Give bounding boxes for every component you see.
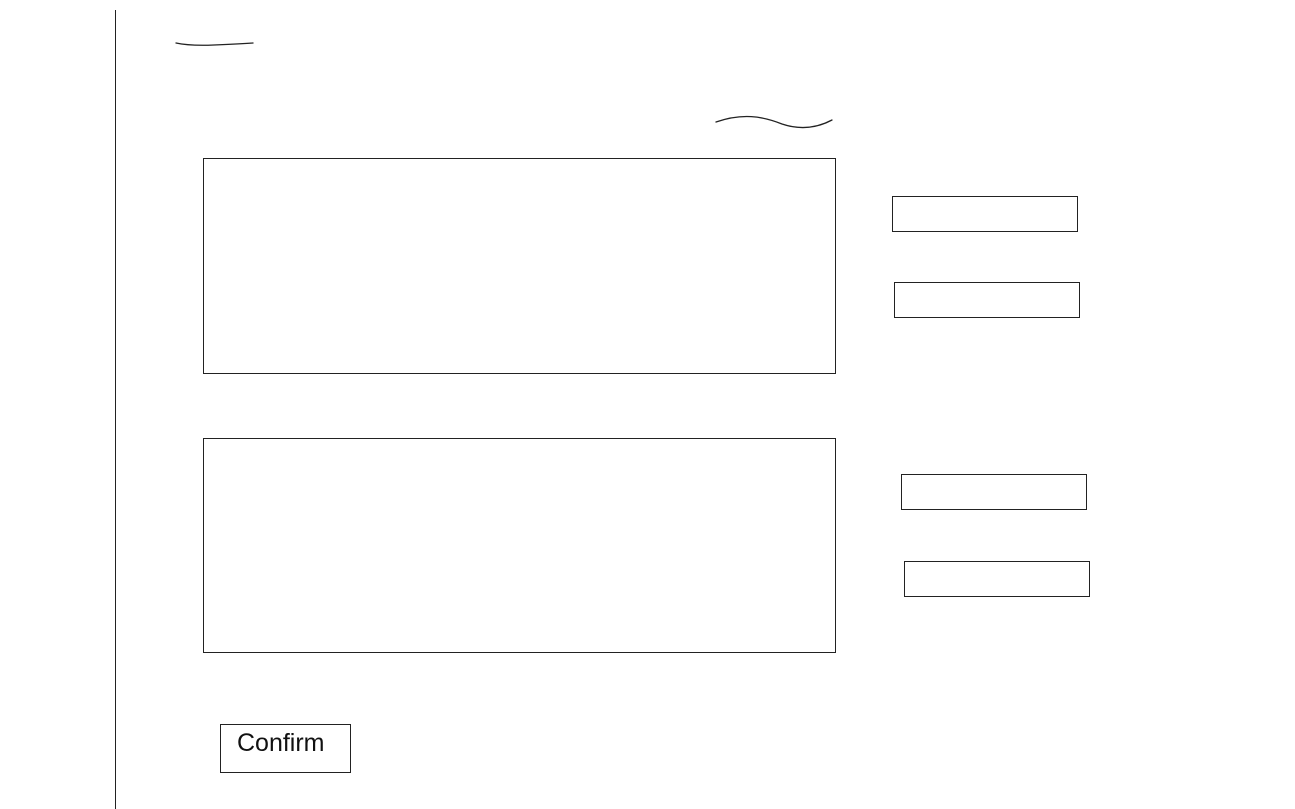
header-placeholder-squiggle: [715, 115, 833, 129]
content-panel-2: [203, 438, 836, 653]
input-field-1[interactable]: [892, 196, 1078, 232]
input-field-4[interactable]: [904, 561, 1090, 597]
input-field-3[interactable]: [901, 474, 1087, 510]
input-field-2[interactable]: [894, 282, 1080, 318]
content-panel-1: [203, 158, 836, 374]
confirm-button[interactable]: Confirm: [220, 724, 351, 773]
title-placeholder-squiggle: [175, 42, 254, 46]
confirm-button-label: Confirm: [237, 729, 325, 757]
left-divider: [115, 10, 116, 809]
